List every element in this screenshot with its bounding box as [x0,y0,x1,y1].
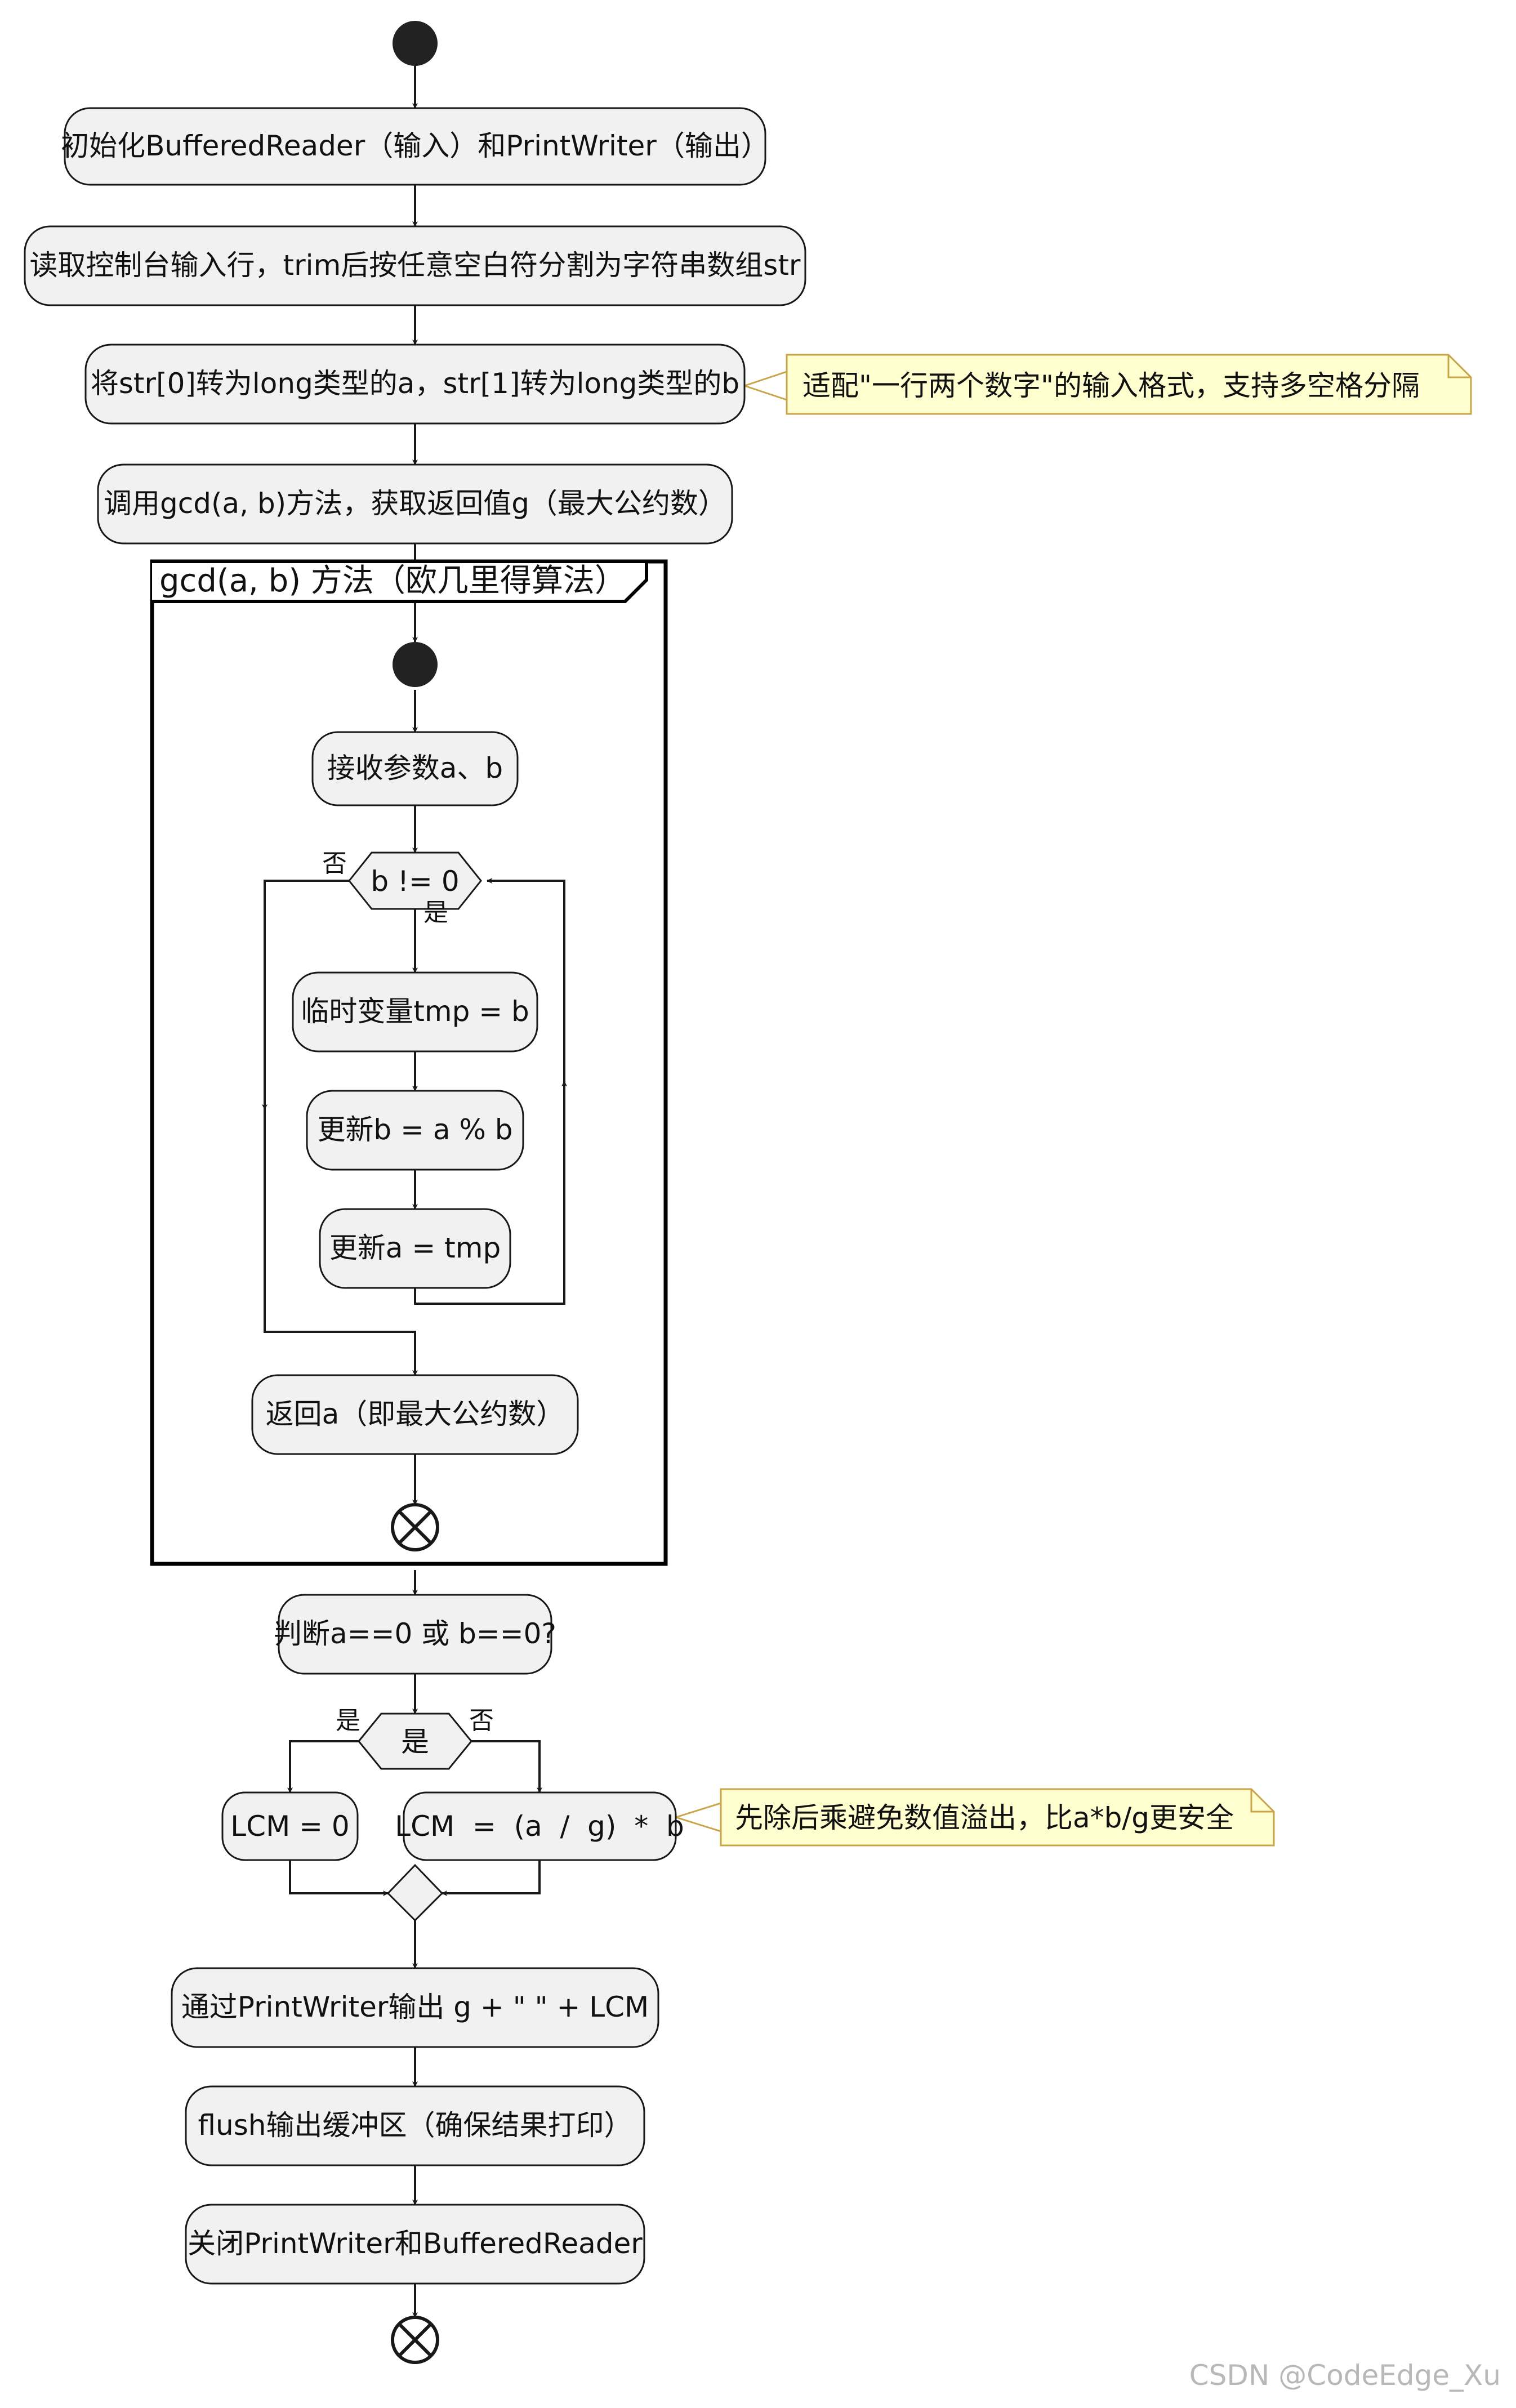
note-lcm: 先除后乘避免数值溢出，比a*b/g更安全 [720,1788,1275,1847]
note-parse: 适配"一行两个数字"的输入格式，支持多空格分隔 [786,354,1472,415]
note-parse-label: 适配"一行两个数字"的输入格式，支持多空格分隔 [802,369,1420,402]
activity-read-line-label: 读取控制台输入行，trim后按任意空白符分割为字符串数组str [30,249,801,282]
activity-read-line: 读取控制台输入行，trim后按任意空白符分割为字符串数组str [24,225,806,306]
activity-parse-label: 将str[0]转为long类型的a，str[1]转为long类型的b [91,367,739,400]
decision-yes-label: 是 [336,1706,360,1735]
gcd-return-label: 返回a（即最大公约数） [266,1398,565,1430]
activity-check-zero: 判断a==0 或 b==0? [274,1594,556,1675]
gcd-update-a-label: 更新a = tmp [329,1232,501,1264]
gcd-end-node [391,1503,439,1551]
gcd-frame-title: gcd(a, b) 方法（欧几里得算法） [159,563,626,599]
activity-lcm-calc: LCM = (a / g) * b [395,1791,684,1861]
watermark: CSDN @CodeEdge_Xu [1189,2359,1501,2392]
gcd-receive: 接收参数a、b [311,731,519,806]
gcd-tmp-label: 临时变量tmp = b [301,995,529,1028]
activity-flush-label: flush输出缓冲区（确保结果打印） [198,2109,632,2142]
gcd-tmp: 临时变量tmp = b [292,971,538,1053]
activity-close-label: 关闭PrintWriter和BufferedReader [188,2227,643,2260]
end-node [391,2316,439,2364]
activity-lcm-calc-label: LCM = (a / g) * b [395,1810,684,1843]
gcd-update-b-label: 更新b = a % b [317,1113,512,1146]
activity-output-label: 通过PrintWriter输出 g + " " + LCM [181,1991,649,2023]
gcd-receive-label: 接收参数a、b [327,752,503,784]
decision-diamond: 是 是 否 [336,1706,494,1770]
loop-no-label: 否 [322,849,347,878]
connectors [262,65,788,2318]
gcd-start-node [393,642,438,687]
activity-parse: 将str[0]转为long类型的a，str[1]转为long类型的b [84,344,746,425]
activity-flush: flush输出缓冲区（确保结果打印） [185,2085,645,2166]
note-lcm-label: 先除后乘避免数值溢出，比a*b/g更安全 [735,1801,1234,1834]
loop-condition-label: b != 0 [371,865,459,898]
gcd-update-a: 更新a = tmp [319,1208,511,1289]
activity-close: 关闭PrintWriter和BufferedReader [185,2204,645,2285]
decision-no-label: 否 [469,1706,494,1735]
start-node [393,21,438,66]
activity-call-gcd-label: 调用gcd(a, b)方法，获取返回值g（最大公约数） [104,487,726,520]
decision-label: 是 [401,1725,429,1758]
merge-diamond [386,1863,444,1922]
gcd-frame: gcd(a, b) 方法（欧几里得算法） [150,559,668,1566]
gcd-return: 返回a（即最大公约数） [251,1374,579,1455]
activity-lcm-zero-label: LCM = 0 [230,1810,349,1843]
loop-yes-label: 是 [423,898,448,927]
activity-lcm-zero: LCM = 0 [221,1791,359,1861]
activity-check-zero-label: 判断a==0 或 b==0? [274,1617,556,1650]
activity-init-io: 初始化BufferedReader（输入）和PrintWriter（输出） [61,107,769,186]
activity-init-io-label: 初始化BufferedReader（输入）和PrintWriter（输出） [61,130,769,162]
gcd-update-b: 更新b = a % b [306,1090,524,1171]
activity-call-gcd: 调用gcd(a, b)方法，获取返回值g（最大公约数） [97,463,733,545]
loop-condition: b != 0 否 是 [322,849,482,927]
activity-output: 通过PrintWriter输出 g + " " + LCM [171,1967,659,2048]
